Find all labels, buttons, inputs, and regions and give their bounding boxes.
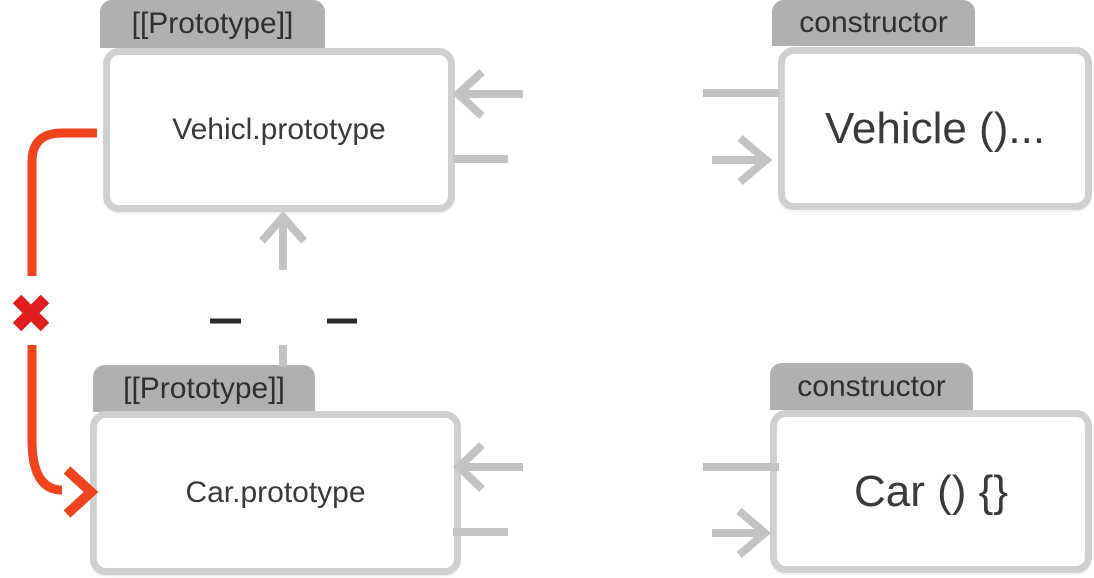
vehicle-constructor-tab: constructor bbox=[772, 0, 975, 46]
arrow-into-vehicle-prototype-icon bbox=[452, 69, 523, 119]
vehicle-constructor-label: Vehicle ()... bbox=[824, 103, 1046, 153]
severed-link-curve-top bbox=[27, 128, 97, 276]
car-constructor-tab: constructor bbox=[770, 363, 973, 410]
car-constructor-box: Car () {} bbox=[770, 410, 1092, 573]
car-constructor-label: Car () {} bbox=[853, 466, 1009, 516]
car-constructor-tab-label: constructor bbox=[797, 369, 946, 403]
car-prototype-tab-label: [[Prototype]] bbox=[123, 371, 285, 405]
vehicle-prototype-tab: [[Prototype]] bbox=[100, 0, 325, 48]
vehicle-prototype-tab-label: [[Prototype]] bbox=[131, 7, 294, 40]
vehicle-prototype-label: Vehicl.prototype bbox=[172, 113, 386, 146]
severed-link-arrowhead-icon bbox=[63, 466, 99, 518]
car-prototype-tab: [[Prototype]] bbox=[93, 365, 315, 412]
car-prototype-label: Car.prototype bbox=[185, 476, 366, 509]
broken-arrow-car-to-vehicle-prototype-icon bbox=[258, 210, 308, 367]
vehicle-prototype-box: Vehicl.prototype bbox=[103, 48, 455, 212]
car-prototype-box: Car.prototype bbox=[90, 411, 461, 575]
broken-link-x-icon bbox=[12, 294, 50, 332]
arrow-into-vehicle-constructor-icon bbox=[712, 134, 773, 186]
vehicle-constructor-tab-label: constructor bbox=[799, 6, 948, 39]
arrow-into-car-constructor-icon bbox=[712, 507, 772, 559]
arrow-into-car-prototype-icon bbox=[453, 442, 523, 492]
severed-link-curve-bottom bbox=[27, 345, 63, 495]
vehicle-constructor-box: Vehicle ()... bbox=[778, 47, 1092, 210]
